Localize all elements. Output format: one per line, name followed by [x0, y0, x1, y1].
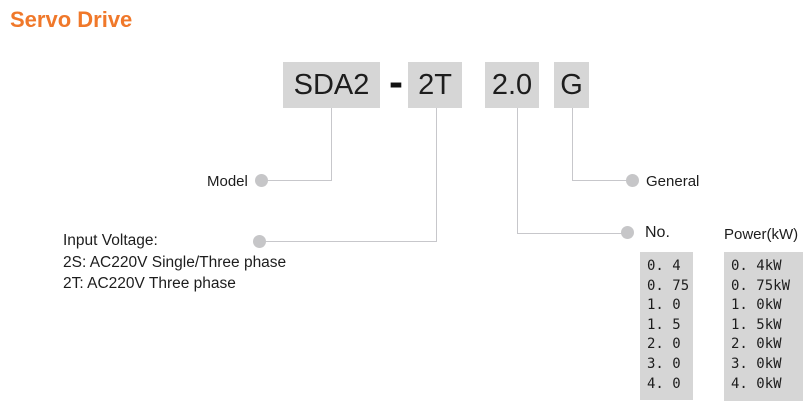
- power-value: 0. 75kW: [731, 277, 791, 294]
- input-voltage-callout-dot-icon: [253, 235, 266, 248]
- no-column-header: No.: [645, 224, 670, 241]
- general-label: General: [646, 173, 700, 190]
- input-voltage-line: 2S: AC220V Single/Three phase: [63, 253, 287, 271]
- power-value: 1. 0kW: [731, 297, 782, 314]
- model-callout-dot-icon: [255, 174, 268, 187]
- page-title: Servo Drive: [10, 7, 133, 32]
- no-value: 0. 75: [647, 277, 690, 294]
- no-value: 2. 0: [647, 336, 681, 353]
- model-code-power-box: 2.0: [485, 62, 539, 108]
- power-value: 2. 0kW: [731, 336, 782, 353]
- connector-line-general-horizontal: [572, 180, 628, 181]
- no-value: 1. 5: [647, 316, 681, 333]
- general-callout-dot-icon: [626, 174, 639, 187]
- connector-line-power-vertical: [517, 108, 518, 233]
- model-code-separator: -: [389, 58, 403, 105]
- no-value: 3. 0: [647, 355, 681, 372]
- no-value: 4. 0: [647, 375, 681, 392]
- model-code-type-box: G: [554, 62, 589, 108]
- connector-line-series-vertical: [331, 108, 332, 180]
- connector-line-voltage-vertical: [436, 108, 437, 241]
- power-column-header: Power(kW): [724, 226, 799, 243]
- no-value: 1. 0: [647, 297, 681, 314]
- model-label: Model: [207, 173, 248, 190]
- model-code-series-box: SDA2: [283, 62, 380, 108]
- input-voltage-description: Input Voltage: 2S: AC220V Single/Three ph…: [63, 230, 286, 295]
- model-code-voltage-box: 2T: [408, 62, 462, 108]
- power-value: 1. 5kW: [731, 316, 782, 333]
- input-voltage-line: 2T: AC220V Three phase: [63, 275, 236, 292]
- connector-line-input-voltage-horizontal: [260, 241, 437, 242]
- no-value: 0. 4: [647, 258, 681, 274]
- connector-line-type-vertical: [572, 108, 573, 180]
- power-value: 3. 0kW: [731, 355, 782, 372]
- connector-line-no-horizontal: [517, 233, 623, 234]
- no-value-list: 0. 4 0. 75 1. 0 1. 5 2. 0 3. 0 4. 0: [640, 252, 693, 400]
- power-value: 0. 4kW: [731, 258, 782, 274]
- power-value-list: 0. 4kW 0. 75kW 1. 0kW 1. 5kW 2. 0kW 3. 0kW 4. …: [724, 252, 803, 401]
- connector-line-model-horizontal: [262, 180, 332, 181]
- input-voltage-line: Input Voltage:: [63, 232, 158, 249]
- no-callout-dot-icon: [621, 226, 634, 239]
- power-value: 4. 0kW: [731, 375, 782, 392]
